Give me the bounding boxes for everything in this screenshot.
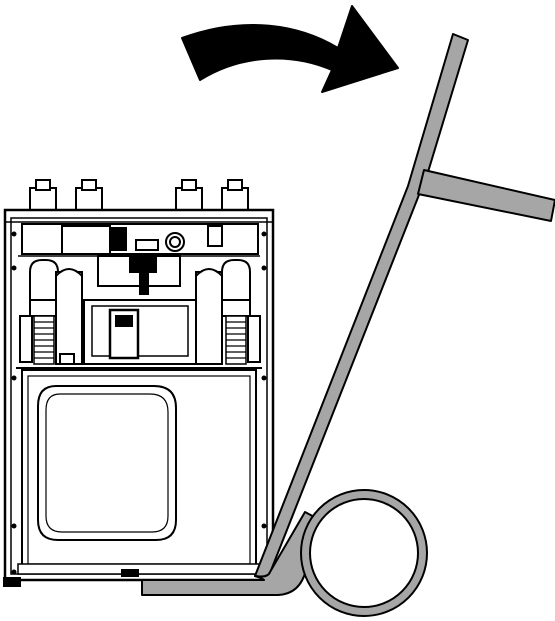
heat-pump-unit-icon [3, 179, 275, 587]
base-foot [3, 577, 21, 587]
pipe-connectors [29, 179, 249, 213]
tilt-back-arrow-icon [181, 5, 399, 93]
right-pipe-assembly [195, 259, 261, 365]
hand-truck-toe-plate [141, 511, 321, 596]
hand-truck-icon [141, 33, 555, 617]
fixing-screws [11, 231, 267, 575]
hand-truck-wheel [300, 489, 428, 617]
compressor-block [59, 299, 197, 365]
control-box [21, 223, 259, 255]
hand-truck-handle [417, 169, 555, 222]
left-pipe-assembly [19, 259, 83, 365]
